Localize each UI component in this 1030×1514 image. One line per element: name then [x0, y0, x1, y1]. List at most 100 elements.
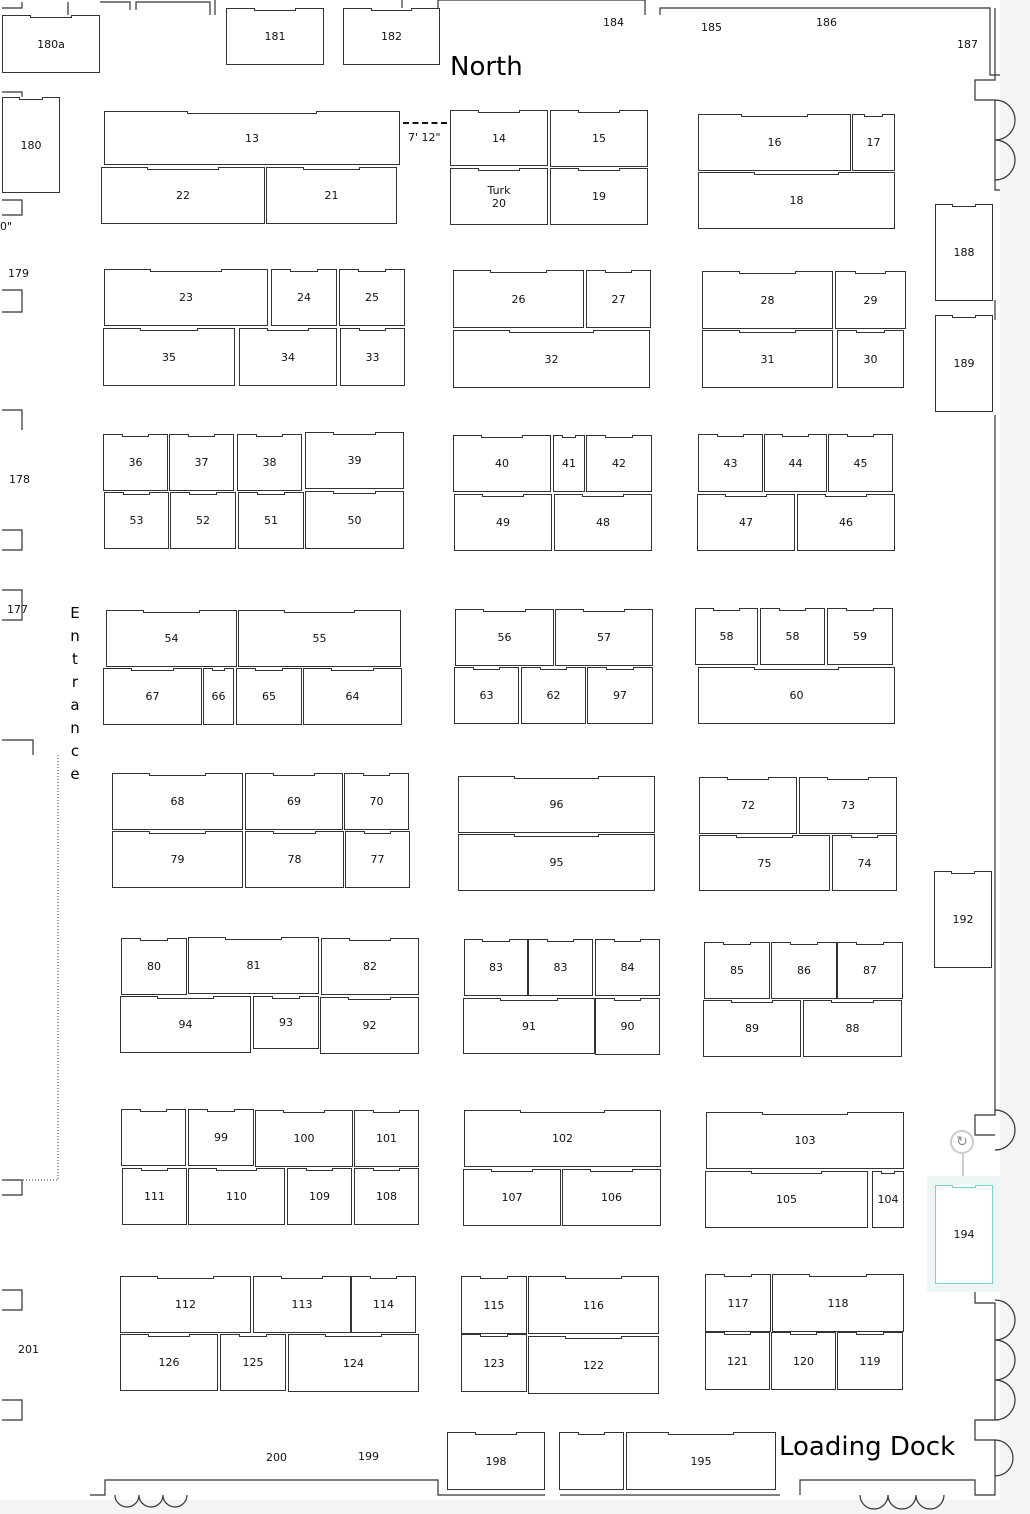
booth-47[interactable]: 47 — [697, 494, 795, 551]
perimeter-booth-179[interactable]: 179 — [8, 267, 29, 280]
booth-116[interactable]: 116 — [528, 1276, 659, 1334]
booth-89[interactable]: 89 — [703, 1000, 801, 1057]
booth-73[interactable]: 73 — [799, 777, 897, 834]
booth-81[interactable]: 81 — [188, 937, 319, 994]
booth-55[interactable]: 55 — [238, 610, 401, 667]
booth-41[interactable]: 41 — [553, 435, 585, 492]
booth-80[interactable]: 80 — [121, 938, 187, 995]
booth-58[interactable]: 58 — [695, 608, 758, 665]
booth-34[interactable]: 34 — [239, 328, 337, 386]
booth-87[interactable]: 87 — [837, 942, 903, 999]
booth-28[interactable]: 28 — [702, 271, 833, 329]
booth-57[interactable]: 57 — [555, 609, 653, 666]
booth-92[interactable]: 92 — [320, 997, 419, 1054]
booth-69[interactable]: 69 — [245, 773, 343, 830]
booth-84[interactable]: 84 — [595, 939, 660, 996]
booth-17[interactable]: 17 — [852, 114, 895, 171]
booth-180[interactable]: 180 — [2, 97, 60, 193]
booth-62[interactable]: 62 — [521, 667, 586, 724]
booth-97[interactable]: 97 — [587, 667, 653, 724]
booth-21[interactable]: 21 — [266, 167, 397, 224]
booth-45[interactable]: 45 — [828, 434, 893, 492]
booth-110[interactable]: 110 — [188, 1168, 285, 1225]
booth-82[interactable]: 82 — [321, 938, 419, 995]
booth-123[interactable]: 123 — [461, 1334, 527, 1392]
perimeter-booth-178[interactable]: 178 — [9, 473, 30, 486]
booth-121[interactable]: 121 — [705, 1332, 770, 1390]
booth-117[interactable]: 117 — [705, 1274, 771, 1332]
booth-52[interactable]: 52 — [170, 492, 236, 549]
booth-49[interactable]: 49 — [454, 494, 552, 551]
booth-33[interactable]: 33 — [340, 328, 405, 386]
booth-86[interactable]: 86 — [771, 942, 837, 999]
booth-122[interactable]: 122 — [528, 1336, 659, 1394]
booth-unnamed[interactable] — [559, 1432, 624, 1490]
booth-39[interactable]: 39 — [305, 432, 404, 489]
perimeter-booth-185[interactable]: 185 — [701, 21, 722, 34]
booth-44[interactable]: 44 — [764, 434, 827, 492]
booth-64[interactable]: 64 — [303, 668, 402, 725]
booth-65[interactable]: 65 — [236, 668, 302, 725]
perimeter-booth-201[interactable]: 201 — [18, 1343, 39, 1356]
booth-101[interactable]: 101 — [354, 1110, 419, 1167]
booth-96[interactable]: 96 — [458, 776, 655, 833]
booth-38[interactable]: 38 — [237, 434, 302, 491]
perimeter-booth-187[interactable]: 187 — [957, 38, 978, 51]
booth-50[interactable]: 50 — [305, 491, 404, 549]
booth-31[interactable]: 31 — [702, 330, 833, 388]
booth-15[interactable]: 15 — [550, 110, 648, 167]
perimeter-booth-184[interactable]: 184 — [603, 16, 624, 29]
booth-66[interactable]: 66 — [203, 668, 234, 725]
booth-74[interactable]: 74 — [832, 835, 897, 891]
booth-112[interactable]: 112 — [120, 1276, 251, 1333]
booth-119[interactable]: 119 — [837, 1332, 903, 1390]
booth-unnamed[interactable] — [121, 1109, 186, 1166]
booth-83[interactable]: 83 — [464, 939, 528, 996]
booth-26[interactable]: 26 — [453, 270, 584, 328]
perimeter-booth-177[interactable]: 177 — [7, 603, 28, 616]
booth-13[interactable]: 13 — [104, 111, 400, 165]
booth-54[interactable]: 54 — [106, 610, 237, 667]
booth-93[interactable]: 93 — [253, 996, 319, 1049]
booth-91[interactable]: 91 — [463, 998, 595, 1054]
booth-100[interactable]: 100 — [255, 1110, 353, 1167]
booth-23[interactable]: 23 — [104, 269, 268, 326]
booth-37[interactable]: 37 — [169, 434, 234, 491]
booth-70[interactable]: 70 — [344, 773, 409, 830]
booth-78[interactable]: 78 — [245, 831, 344, 888]
booth-105[interactable]: 105 — [705, 1171, 868, 1228]
perimeter-booth-199[interactable]: 199 — [358, 1450, 379, 1463]
booth-115[interactable]: 115 — [461, 1276, 527, 1334]
booth-35[interactable]: 35 — [103, 328, 235, 386]
booth-88[interactable]: 88 — [803, 1000, 902, 1057]
booth-189[interactable]: 189 — [935, 315, 993, 412]
booth-16[interactable]: 16 — [698, 114, 851, 171]
booth-19[interactable]: 19 — [550, 168, 648, 225]
booth-77[interactable]: 77 — [345, 831, 410, 888]
booth-120[interactable]: 120 — [771, 1332, 836, 1390]
booth-192[interactable]: 192 — [934, 871, 992, 968]
booth-126[interactable]: 126 — [120, 1334, 218, 1391]
booth-60[interactable]: 60 — [698, 667, 895, 724]
booth-30[interactable]: 30 — [837, 330, 904, 388]
booth-102[interactable]: 102 — [464, 1110, 661, 1167]
booth-99[interactable]: 99 — [188, 1109, 254, 1166]
booth-111[interactable]: 111 — [122, 1168, 187, 1225]
booth-24[interactable]: 24 — [271, 269, 337, 326]
booth-43[interactable]: 43 — [698, 434, 763, 492]
booth-85[interactable]: 85 — [704, 942, 770, 999]
booth-108[interactable]: 108 — [354, 1168, 419, 1225]
booth-59[interactable]: 59 — [827, 608, 893, 665]
booth-22[interactable]: 22 — [101, 167, 265, 224]
perimeter-booth-200[interactable]: 200 — [266, 1451, 287, 1464]
booth-67[interactable]: 67 — [103, 668, 202, 725]
booth-83[interactable]: 83 — [528, 939, 593, 996]
booth-95[interactable]: 95 — [458, 834, 655, 891]
booth-180a[interactable]: 180a — [2, 15, 100, 73]
booth-109[interactable]: 109 — [287, 1168, 352, 1225]
booth-36[interactable]: 36 — [103, 434, 168, 491]
booth-104[interactable]: 104 — [872, 1171, 904, 1228]
booth-106[interactable]: 106 — [562, 1169, 661, 1226]
booth-75[interactable]: 75 — [699, 835, 830, 891]
booth-40[interactable]: 40 — [453, 435, 551, 492]
